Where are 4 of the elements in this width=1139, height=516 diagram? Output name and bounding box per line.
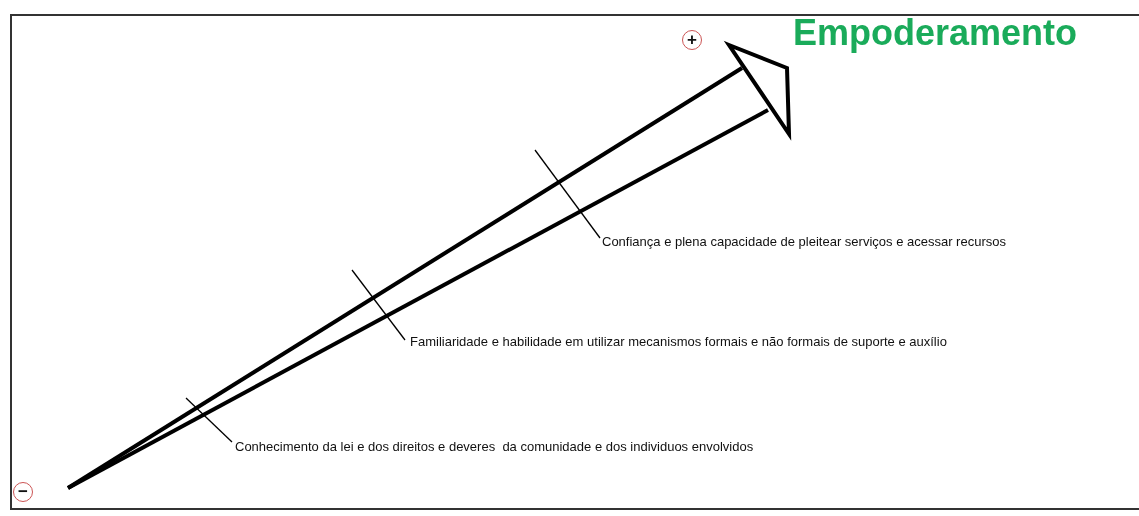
heading: Empoderamento <box>793 12 1078 54</box>
stage-text: Confiança e plena capacidade de pleitear serviços e acessar recursos <box>602 233 1007 251</box>
stage-text: Familiaridade e habilidade em utilizar mecanismos formais e não formais de suporte e auxílio <box>410 333 948 351</box>
stage-text: Conhecimento da lei e dos direitos e deveres da comunidade e dos individuos envolvidos <box>235 438 755 456</box>
